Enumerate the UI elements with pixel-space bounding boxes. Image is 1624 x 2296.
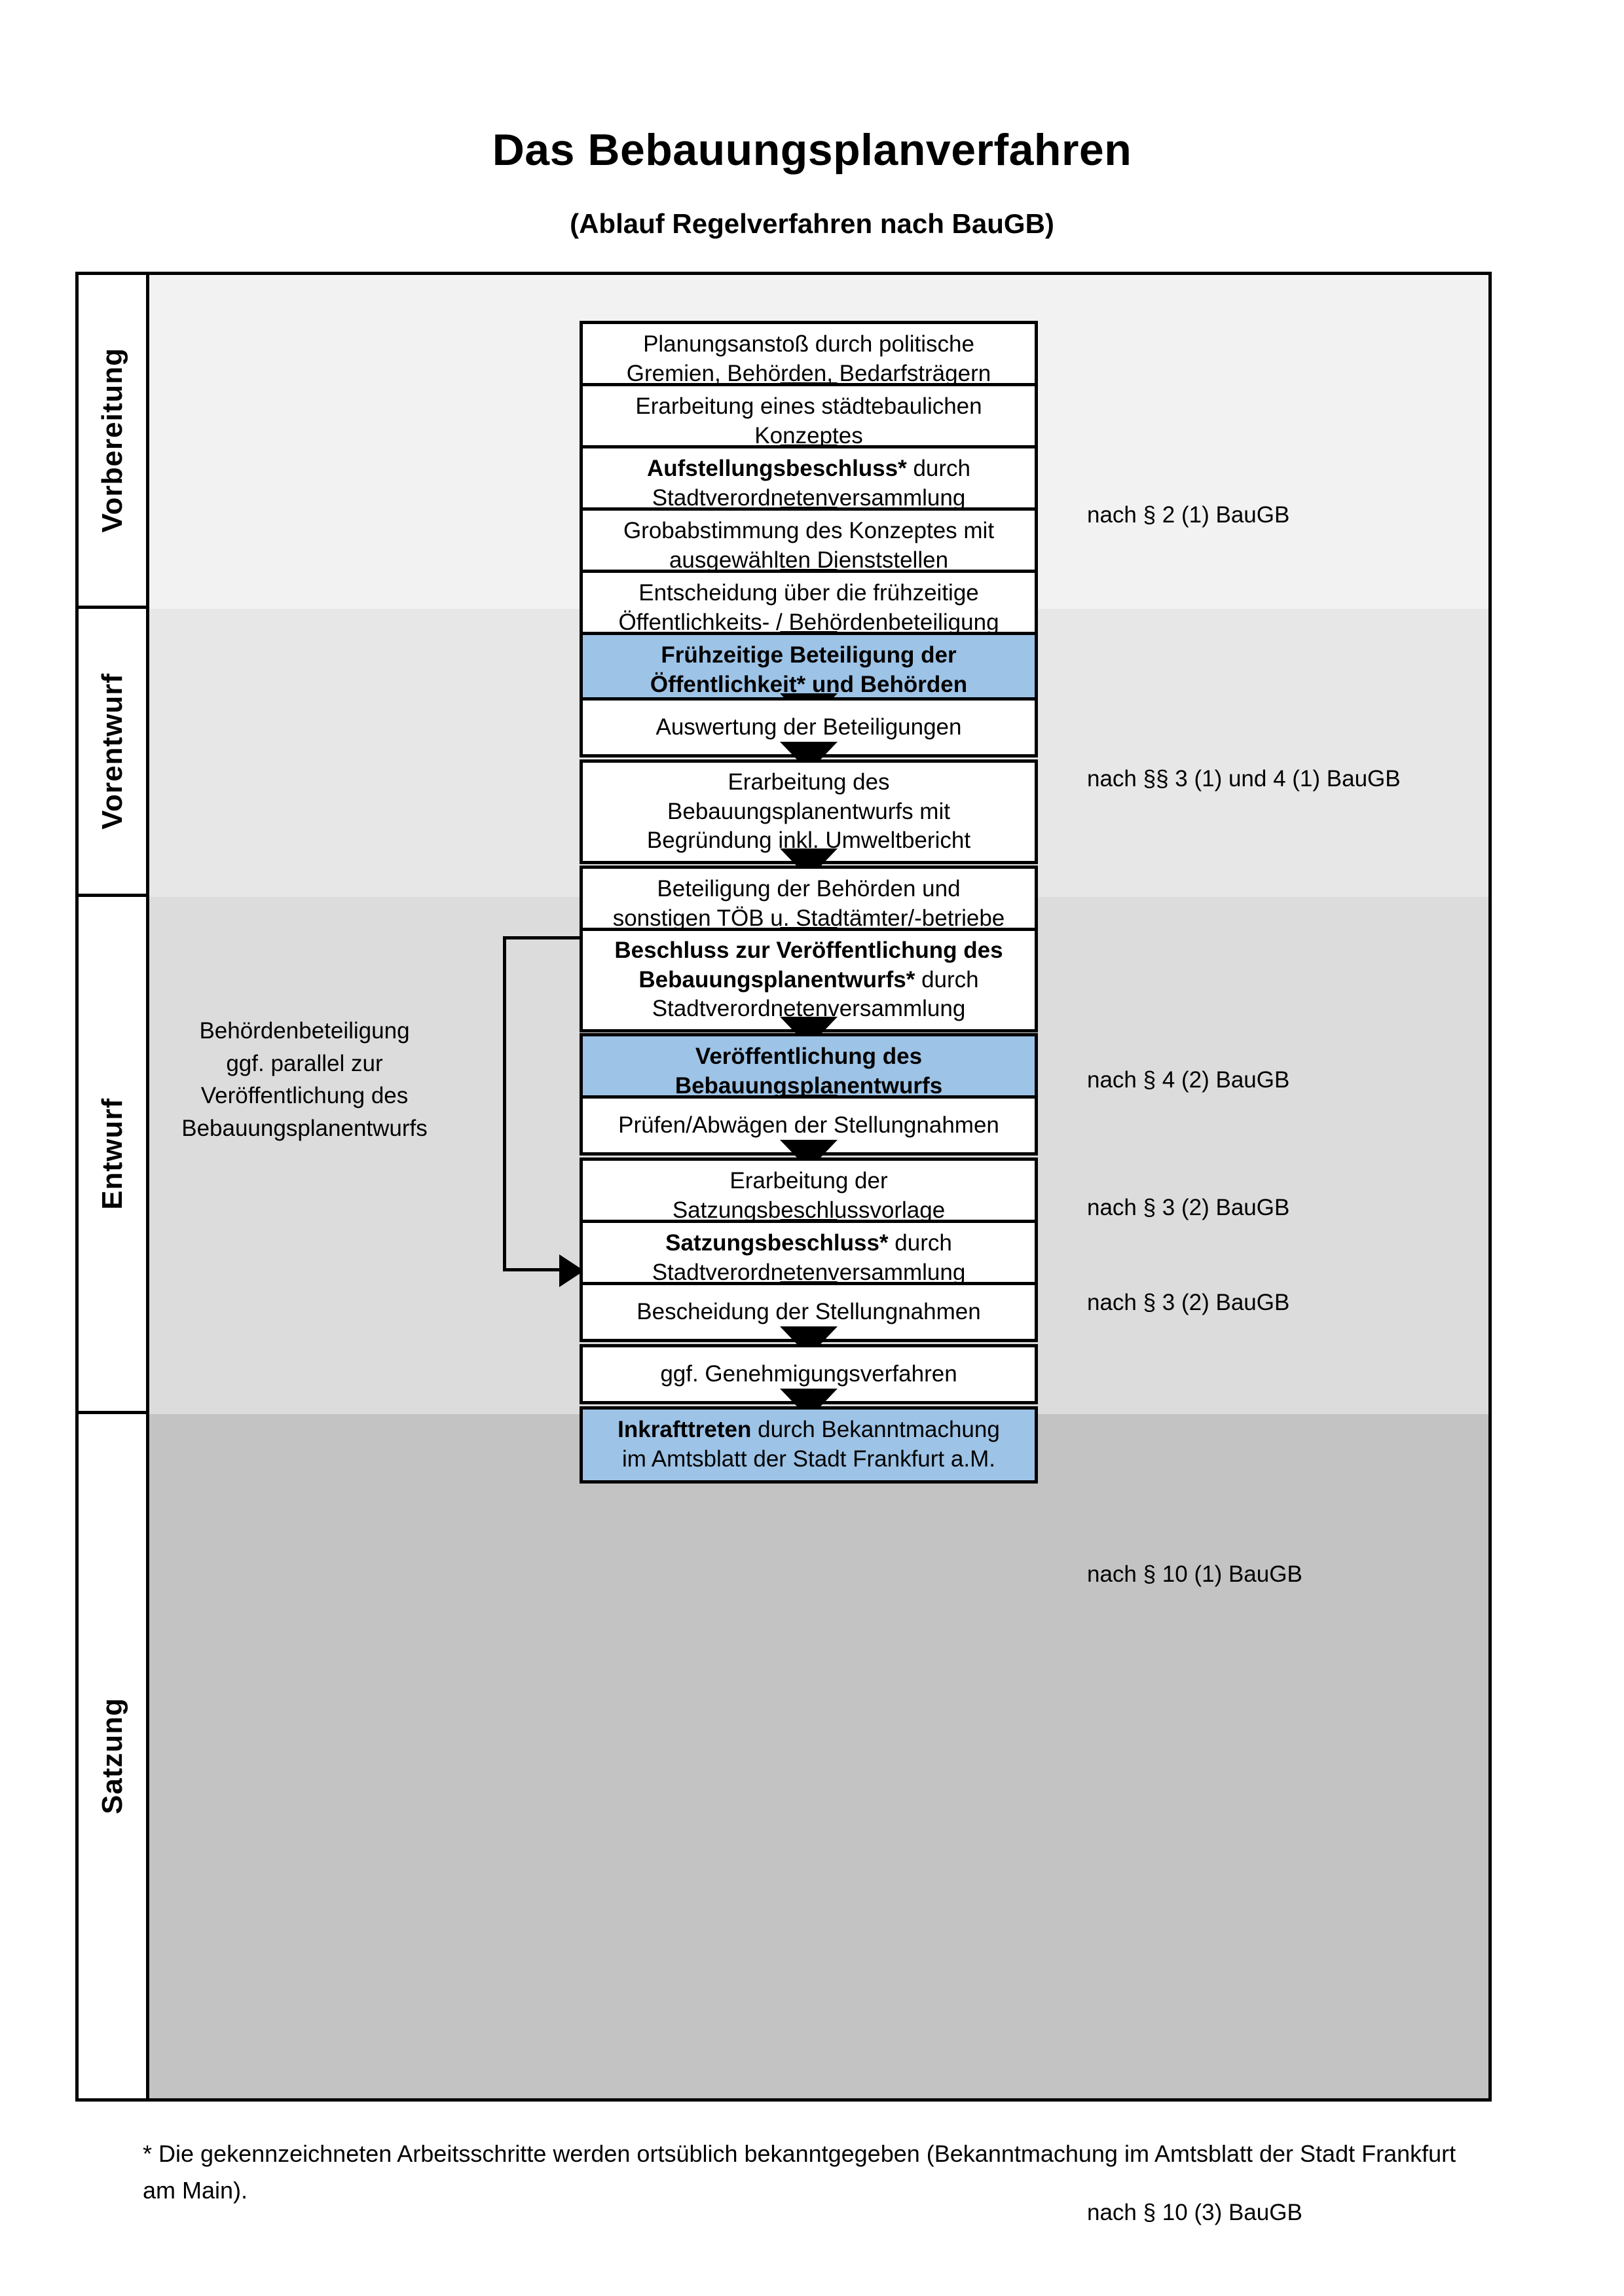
flow-step-line: Stadtverordnetenversammlung [652, 1260, 966, 1285]
flow-step-line: Veröffentlichung des [695, 1044, 923, 1070]
flow-step-line: Stadtverordnetenversammlung [652, 485, 966, 511]
flow-step-line: Erarbeitung der [729, 1168, 888, 1194]
phase-label-vorentwurf: Vorentwurf [96, 673, 128, 829]
flow-step-line: Frühzeitige Beteiligung der [661, 642, 957, 668]
flow-step-line: ggf. Genehmigungsverfahren [660, 1360, 957, 1387]
connector-bracket-bottom-segment [503, 1268, 561, 1271]
flow-step-line: Gremien, Behörden, Bedarfsträgern [626, 361, 991, 386]
phase-label-cell-vorbereitung: Vorbereitung [79, 275, 149, 609]
legal-reference-ref-par3-2b: nach § 3 (2) BauGB [1087, 1290, 1290, 1315]
flow-step-line: Konzeptes [754, 423, 863, 448]
flow-step-line: Bescheidung der Stellungnahmen [637, 1298, 981, 1324]
page-title: Das Bebauungsplanverfahren [492, 125, 1132, 175]
flow-step-line: sonstigen TÖB u. Stadtämter/-betriebe [612, 905, 1005, 931]
connector-bracket-top-segment [503, 936, 581, 939]
phase-band-satzung [149, 1414, 1488, 2098]
flow-step-line: Öffentlichkeits- / Behördenbeteiligung [618, 610, 999, 635]
flow-step-line: Beschluss zur Veröffentlichung des [614, 937, 1003, 963]
flow-step-line: Erarbeitung des [728, 769, 890, 795]
side-note-line: Veröffentlichung des [200, 1083, 409, 1109]
flow-step-line: Planungsanstoß durch politische [643, 331, 974, 357]
flow-step-line: Beteiligung der Behörden und [657, 876, 961, 902]
footnote: * Die gekennzeichneten Arbeitsschritte w… [143, 2140, 1456, 2204]
flow-step-line: Erarbeitung eines städtebaulichen [635, 393, 982, 420]
flow-step-line: Grobabstimmung des Konzeptes mit [623, 518, 995, 544]
legal-reference-ref-par10-1: nach § 10 (1) BauGB [1087, 1561, 1302, 1587]
flowchart-frame: Vorbereitung Vorentwurf Entwurf Satzung … [75, 272, 1492, 2225]
legal-reference-ref-par4-2: nach § 4 (2) BauGB [1087, 1067, 1290, 1093]
flow-step-line: Bebauungsplanentwurfs* durch [638, 966, 979, 993]
page-subtitle: (Ablauf Regelverfahren nach BauGB) [570, 208, 1054, 239]
flow-step-line: im Amtsblatt der Stadt Frankfurt a.M. [622, 1446, 995, 1472]
side-note-line: Bebauungsplanentwurfs [181, 1116, 428, 1142]
phase-label-vorbereitung: Vorbereitung [96, 348, 128, 533]
legal-reference-ref-par2-1: nach § 2 (1) BauGB [1087, 502, 1290, 528]
legal-reference-ref-par3-2a: nach § 3 (2) BauGB [1087, 1195, 1290, 1220]
phase-label-cell-entwurf: Entwurf [79, 897, 149, 1414]
side-note-line: Behördenbeteiligung [199, 1018, 410, 1044]
phase-label-cell-vorentwurf: Vorentwurf [79, 609, 149, 897]
flow-step-line: Inkrafttreten durch Bekanntmachung [618, 1417, 1000, 1443]
flow-step-line: Satzungsbeschlussvorlage [672, 1197, 946, 1223]
flow-step-line: Satzungsbeschluss* durch [665, 1230, 952, 1256]
flow-step-line: Bebauungsplanentwurfs [674, 1073, 943, 1099]
legal-reference-ref-par3-4-1: nach §§ 3 (1) und 4 (1) BauGB [1087, 766, 1401, 792]
flow-step-line: Öffentlichkeit* und Behörden [650, 672, 968, 697]
flow-step-pruefen-abwaegen[interactable]: Prüfen/Abwägen der Stellungnahmen [580, 1095, 1038, 1156]
flow-step-inkrafttreten[interactable]: Inkrafttreten durch Bekanntmachung im Amt… [580, 1406, 1038, 1484]
flow-step-line: Entscheidung über die frühzeitige [638, 580, 979, 606]
legal-reference-ref-par10-3: nach § 10 (3) BauGB [1087, 2200, 1302, 2225]
flow-step-line: Auswertung der Beteiligungen [655, 714, 962, 740]
flow-step-line: Bebauungsplanentwurfs mit [667, 798, 950, 824]
phase-label-cell-satzung: Satzung [79, 1414, 149, 2098]
connector-bracket-vertical-segment [503, 936, 506, 1271]
flow-step-line: ausgewählten Dienststellen [669, 547, 949, 573]
side-note-line: ggf. parallel zur [226, 1050, 383, 1076]
flow-step-line: Prüfen/Abwägen der Stellungnahmen [618, 1112, 999, 1138]
phase-label-satzung: Satzung [96, 1698, 128, 1815]
phase-label-entwurf: Entwurf [96, 1098, 128, 1210]
flow-step-line: Aufstellungsbeschluss* durch [646, 456, 971, 482]
